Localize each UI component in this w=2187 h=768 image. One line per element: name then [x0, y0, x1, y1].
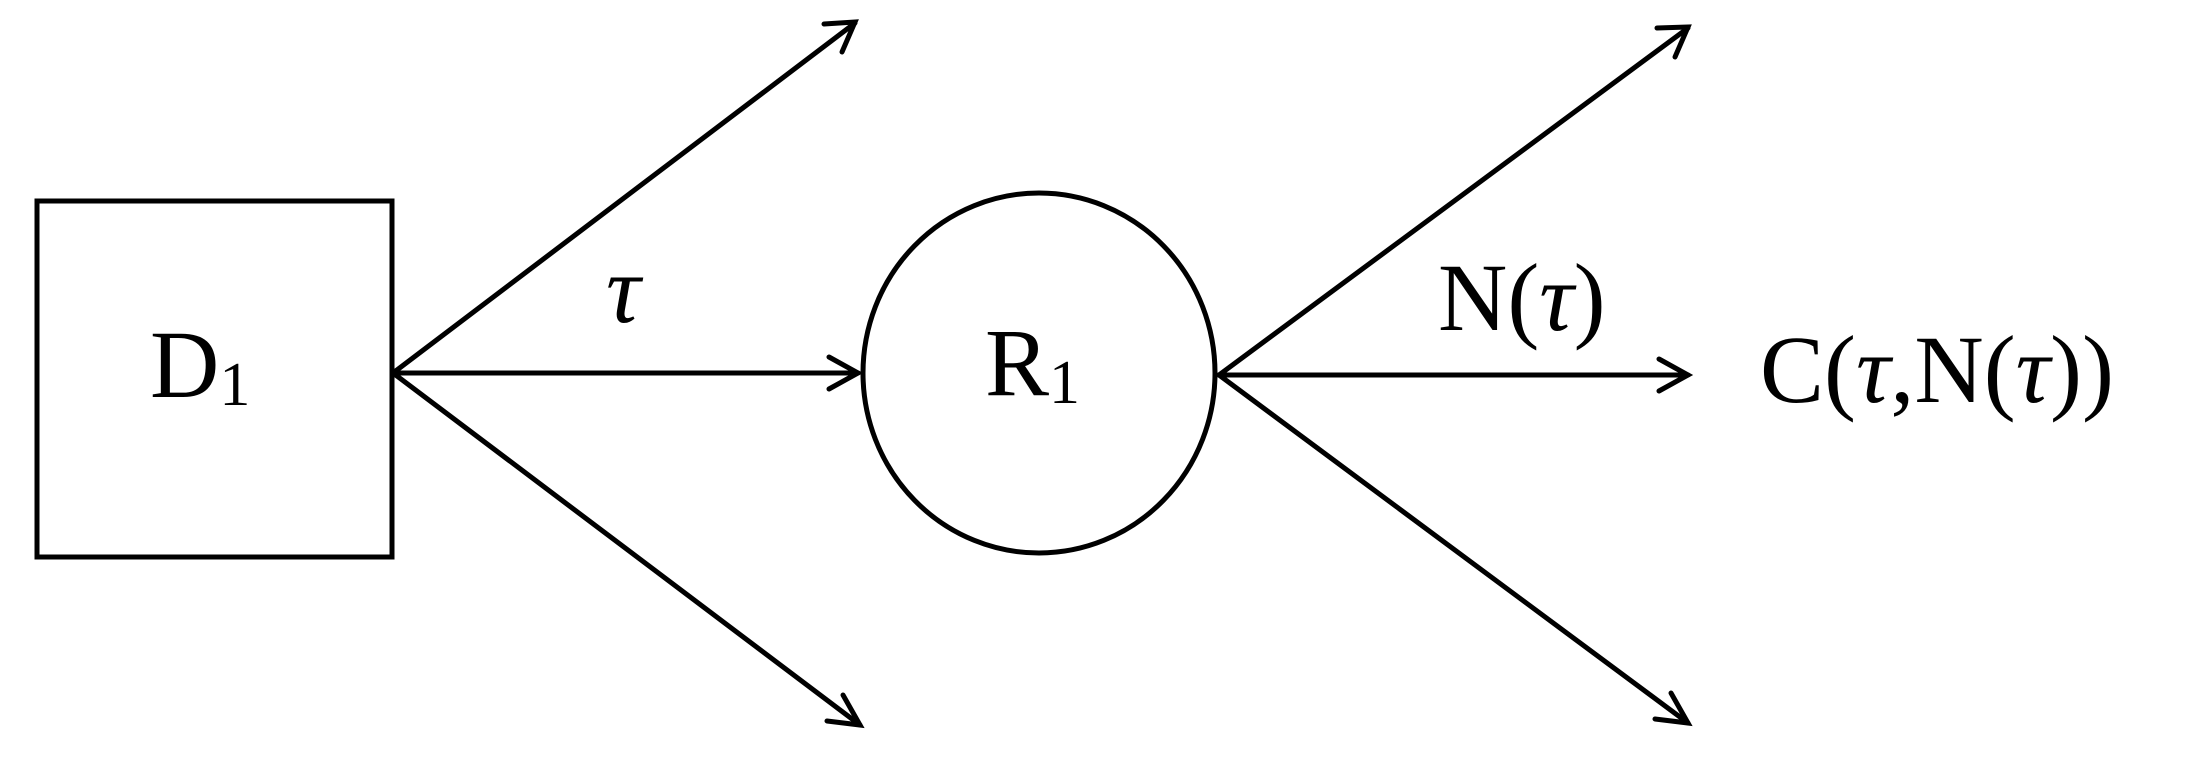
- decision-node-letter: D: [150, 311, 219, 418]
- chance-node-letter: R: [985, 309, 1049, 416]
- outcome-mid: ,N(: [1890, 316, 2015, 423]
- n-tau-prefix: N(: [1438, 244, 1539, 351]
- n-tau-suffix: ): [1574, 244, 1606, 351]
- decision-node-box: [34, 198, 395, 560]
- chance-node-index: 1: [1049, 349, 1080, 417]
- outcome-tau-second: τ: [2016, 316, 2054, 423]
- chance-upper-branch: [1216, 25, 1691, 378]
- decision-lower-branch: [390, 370, 863, 728]
- chance-lower-arrowhead: [1652, 690, 1693, 727]
- outcome-tau-first: τ: [1856, 316, 1894, 423]
- chance-upper-arrowhead: [1654, 24, 1692, 60]
- decision-node-index: 1: [219, 351, 250, 419]
- outcome-prefix: C(: [1760, 316, 1856, 423]
- chance-middle-arrowhead: [1656, 356, 1694, 394]
- chance-node-circle: [860, 190, 1218, 556]
- n-tau-symbol: τ: [1539, 244, 1577, 351]
- outcome-label: C(τ,N(τ)): [1760, 316, 2114, 423]
- n-tau-label: N(τ): [1438, 244, 1606, 351]
- tau-label: τ: [606, 236, 644, 343]
- chance-lower-branch: [1216, 372, 1691, 726]
- decision-lower-arrowhead: [824, 692, 865, 729]
- decision-node-label: D1: [150, 311, 250, 419]
- chance-node-label: R1: [985, 309, 1080, 417]
- decision-upper-arrowhead: [821, 19, 859, 55]
- decision-middle-arrowhead: [826, 354, 864, 392]
- decision-upper-branch: [390, 20, 858, 376]
- outcome-suffix: )): [2050, 316, 2114, 423]
